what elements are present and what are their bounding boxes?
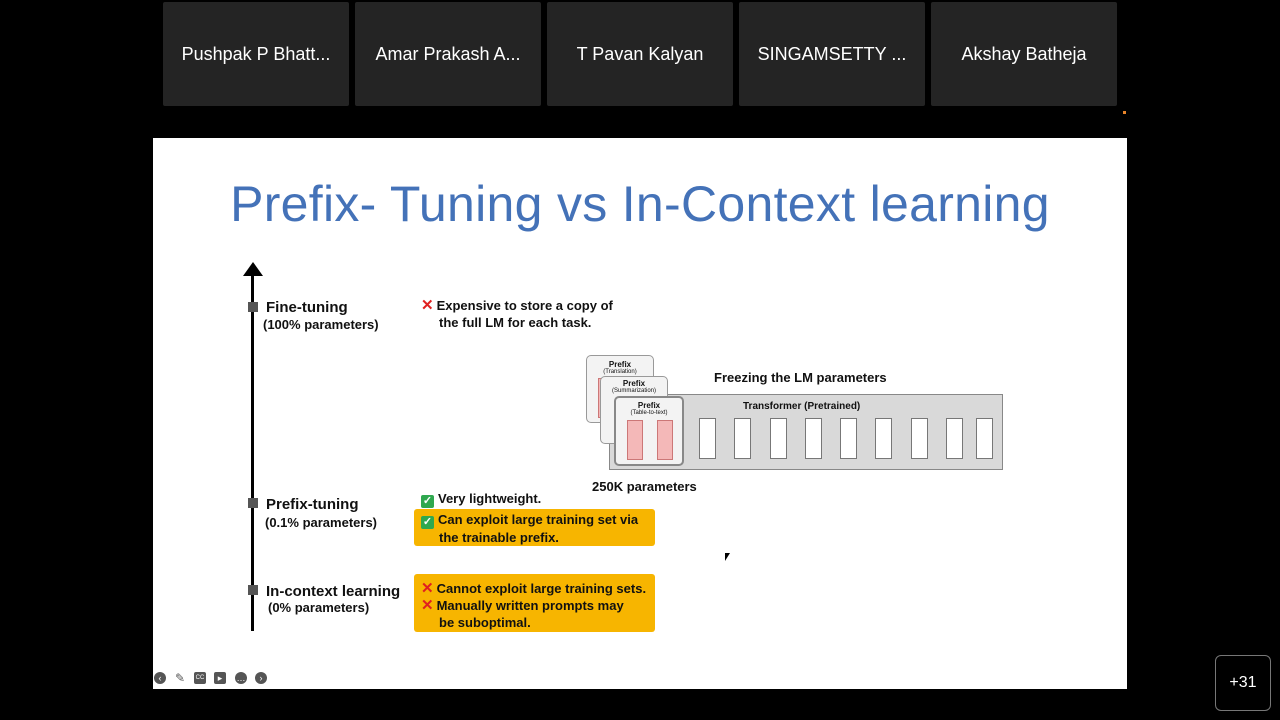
prefix-vector (627, 420, 643, 460)
transformer-block (734, 418, 751, 459)
parameter-axis (251, 270, 254, 631)
participant-name: T Pavan Kalyan (576, 43, 704, 64)
axis-tick (248, 585, 258, 595)
slide-title: Prefix- Tuning vs In-Context learning (230, 176, 1050, 232)
participant-name: Akshay Batheja (961, 43, 1087, 64)
check-icon: ✓ (421, 495, 434, 508)
transformer-block (911, 418, 928, 459)
level-params-fine-tuning: (100% parameters) (263, 317, 379, 332)
highlight-box (414, 509, 655, 546)
cross-icon: ✕ (421, 297, 434, 314)
freezing-label: Freezing the LM parameters (714, 370, 887, 385)
icl-cons: ✕Cannot exploit large training sets. ✕Ma… (421, 580, 647, 630)
pen-icon[interactable]: ✎ (174, 671, 186, 685)
prefix-pro-lightweight: ✓Very lightweight. (421, 491, 542, 508)
level-params-in-context: (0% parameters) (268, 600, 370, 615)
participant-tile[interactable]: SINGAMSETTY ... (739, 2, 925, 106)
level-params-prefix-tuning: (0.1% parameters) (265, 515, 377, 530)
prefix-pro-training-set: ✓Can exploit large training set via the … (421, 512, 639, 545)
mouse-cursor (725, 553, 730, 561)
transformer-block (805, 418, 822, 459)
level-name-in-context: In-context learning (266, 583, 401, 600)
participant-tile[interactable]: Akshay Batheja (931, 2, 1117, 106)
fine-tuning-note: ✕Expensive to store a copy of the full L… (421, 297, 613, 330)
params-count-label: 250K parameters (592, 479, 697, 494)
participant-tile[interactable]: T Pavan Kalyan (547, 2, 733, 106)
highlight-box (414, 574, 655, 632)
transformer-block (976, 418, 993, 459)
captions-icon[interactable]: CC (194, 672, 206, 684)
forward-icon[interactable]: › (255, 672, 267, 684)
transformer-block (946, 418, 963, 459)
axis-tick (248, 498, 258, 508)
level-name-fine-tuning: Fine-tuning (266, 299, 348, 316)
transformer-label: Transformer (Pretrained) (743, 401, 861, 412)
transformer-block (770, 418, 787, 459)
back-icon[interactable]: ‹ (154, 672, 166, 684)
transformer-block (699, 418, 716, 459)
more-participants-button[interactable]: +31 (1215, 655, 1271, 711)
cross-icon: ✕ (421, 597, 434, 614)
participant-tile[interactable]: Amar Prakash A... (355, 2, 541, 106)
level-name-prefix-tuning: Prefix-tuning (266, 496, 359, 513)
more-icon[interactable]: … (235, 672, 247, 684)
status-dot (1123, 111, 1126, 114)
participant-name: Amar Prakash A... (375, 43, 521, 64)
video-icon[interactable]: ▸ (214, 672, 226, 684)
check-icon: ✓ (421, 516, 434, 529)
participant-tile[interactable]: Pushpak P Bhatt... (163, 2, 349, 106)
shared-slide: Prefix- Tuning vs In-Context learning Fi… (153, 138, 1127, 689)
participant-name: Pushpak P Bhatt... (181, 43, 331, 64)
cross-icon: ✕ (421, 580, 434, 597)
axis-arrow-head (243, 262, 263, 276)
transformer-block (875, 418, 892, 459)
axis-tick (248, 302, 258, 312)
participant-name: SINGAMSETTY ... (757, 43, 907, 64)
prefix-vector (657, 420, 673, 460)
prefix-card-table-to-text: Prefix (Table-to-text) (614, 396, 684, 466)
transformer-block (840, 418, 857, 459)
